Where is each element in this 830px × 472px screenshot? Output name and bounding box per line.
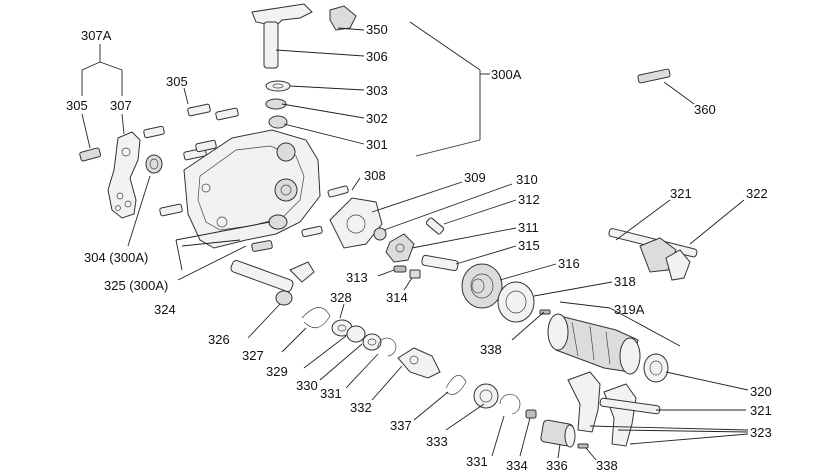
part-334-pin (525, 409, 537, 419)
part-star-cam (385, 233, 415, 263)
part-326-collar (275, 290, 293, 306)
label-323: 323 (750, 425, 772, 440)
label-308: 308 (364, 168, 386, 183)
part-327-spring (301, 307, 331, 329)
label-319A: 319A (614, 302, 645, 317)
part-316-shift-cam (461, 263, 503, 309)
part-307-lever-plate (107, 131, 141, 219)
part-314-insert (409, 269, 421, 279)
part-338-pin-lower (577, 443, 589, 449)
part-324-shift-shaft (230, 260, 315, 292)
part-323-shift-forks (567, 371, 661, 447)
label-350: 350 (366, 22, 388, 37)
part-315-shaft (421, 254, 459, 272)
label-336: 336 (546, 458, 568, 472)
label-331-lower: 331 (466, 454, 488, 469)
part-303-washer (265, 80, 291, 92)
part-313-spring (393, 265, 407, 273)
part-336-cylinder (540, 419, 576, 448)
label-304: 304 (300A) (84, 250, 148, 265)
label-313: 313 (346, 270, 368, 285)
label-324: 324 (154, 302, 176, 317)
part-312-pin (425, 217, 445, 235)
label-322: 322 (746, 186, 768, 201)
label-333: 333 (426, 434, 448, 449)
label-334: 334 (506, 458, 528, 472)
label-303: 303 (366, 83, 388, 98)
part-302-bearing (265, 98, 287, 110)
label-310: 310 (516, 172, 538, 187)
part-labels: 307A 305 307 305 304 (300A) 325 (300A) 3… (66, 22, 772, 472)
label-318: 318 (614, 274, 636, 289)
part-329-330-rings (346, 325, 382, 351)
label-301: 301 (366, 137, 388, 152)
label-314: 314 (386, 290, 408, 305)
label-300A: 300A (491, 67, 522, 82)
part-310-ring (373, 227, 387, 241)
part-325-bushing (268, 214, 288, 230)
label-311: 311 (518, 220, 539, 235)
label-329: 329 (266, 364, 288, 379)
part-308-screw (327, 185, 349, 198)
part-338-pin-upper (539, 309, 551, 315)
part-304-bushing (145, 154, 163, 174)
part-309-cover-plate (329, 197, 383, 249)
label-327: 327 (242, 348, 264, 363)
label-325: 325 (300A) (104, 278, 168, 293)
part-319A-shift-drum (547, 313, 641, 375)
part-321-322-fork-rods (608, 228, 698, 281)
label-338-mid: 338 (480, 342, 502, 357)
label-316: 316 (558, 256, 580, 271)
leader-lines (81, 21, 749, 461)
part-fitting (251, 240, 273, 252)
part-320-bearing (643, 353, 669, 383)
label-305-left: 305 (66, 98, 88, 113)
label-321-lower: 321 (750, 403, 772, 418)
label-330: 330 (296, 378, 318, 393)
part-306-selector-shaft (251, 3, 313, 69)
label-332: 332 (350, 400, 372, 415)
part-318-bearing (497, 281, 535, 323)
label-360: 360 (694, 102, 716, 117)
part-350-spring-clip (329, 5, 357, 31)
label-309: 309 (464, 170, 486, 185)
label-307A: 307A (81, 28, 112, 43)
part-301-needle-bearing (268, 115, 288, 129)
label-302: 302 (366, 111, 388, 126)
part-331-circlip-lower (499, 393, 521, 415)
label-307: 307 (110, 98, 132, 113)
part-331-circlip-upper (377, 337, 397, 357)
label-315: 315 (518, 238, 540, 253)
part-333-bearing (473, 383, 499, 409)
part-360-pin (637, 68, 671, 84)
part-305-bolts (143, 103, 239, 217)
label-320: 320 (750, 384, 772, 399)
label-337: 337 (390, 418, 412, 433)
part-337-spring (445, 374, 467, 395)
label-312: 312 (518, 192, 540, 207)
part-screw-lower (301, 225, 323, 238)
label-326: 326 (208, 332, 230, 347)
part-332-lever (397, 347, 441, 379)
label-321-upper: 321 (670, 186, 692, 201)
label-331-upper: 331 (320, 386, 342, 401)
label-306: 306 (366, 49, 388, 64)
label-305-upper: 305 (166, 74, 188, 89)
label-328: 328 (330, 290, 352, 305)
label-338-lower: 338 (596, 458, 618, 472)
part-305-bolt-left (79, 147, 102, 162)
